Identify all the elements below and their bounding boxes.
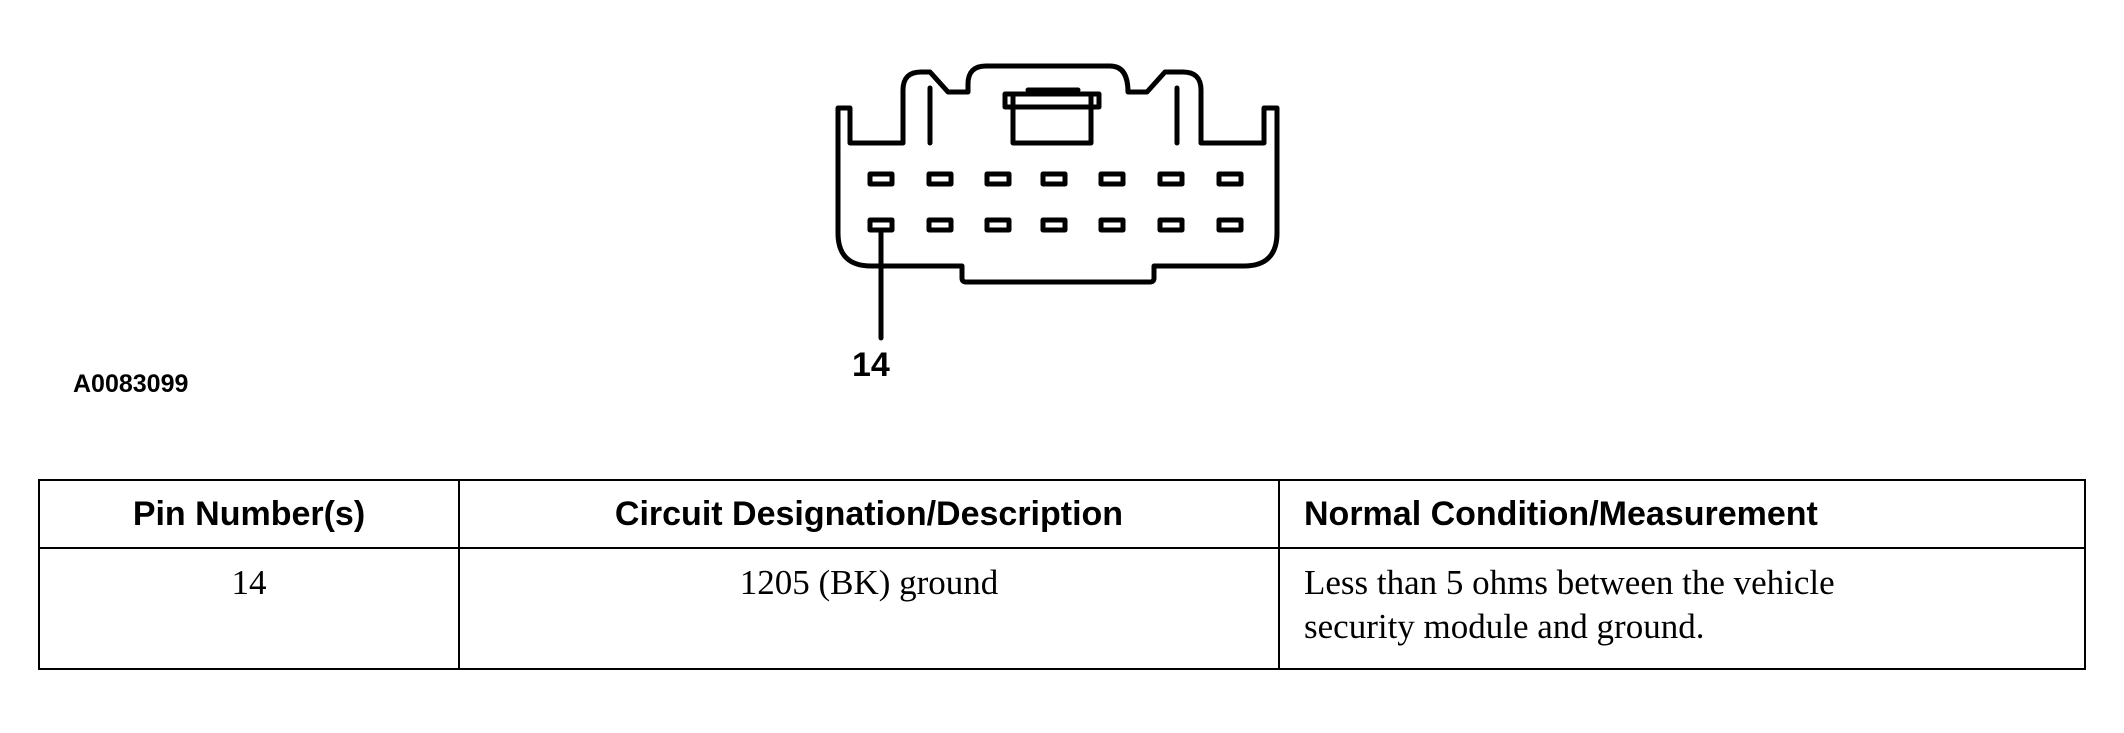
table-header-row: Pin Number(s) Circuit Designation/Descri… (38, 479, 2086, 549)
pin-cavity (1216, 217, 1244, 233)
connector-diagram (835, 63, 1280, 341)
pin-cavity (926, 171, 954, 187)
pin-cavity (926, 217, 954, 233)
center-tab-cap (1002, 91, 1102, 110)
header-pin-numbers: Pin Number(s) (38, 479, 460, 549)
pin-cavity (1157, 217, 1185, 233)
pin-table: Pin Number(s) Circuit Designation/Descri… (38, 479, 2086, 670)
pin-row-top (867, 171, 1244, 187)
table-row: 14 1205 (BK) ground Less than 5 ohms bet… (38, 547, 2086, 670)
pin-cavity (1098, 171, 1126, 187)
cell-circuit-description: 1205 (BK) ground (458, 547, 1280, 670)
figure-id: A0083099 (73, 370, 189, 398)
pin-cavity (1040, 171, 1068, 187)
pin-cavity (1216, 171, 1244, 187)
pin-cavity (1098, 217, 1126, 233)
condition-line-1: Less than 5 ohms between the vehicle (1304, 563, 1835, 602)
pin-cavity (984, 217, 1012, 233)
pin-row-bottom (867, 217, 1244, 233)
cell-normal-condition: Less than 5 ohms between the vehicle sec… (1278, 547, 2086, 670)
connector-body-outline (835, 63, 1280, 285)
pin-callout-label: 14 (852, 346, 890, 384)
center-tab-outline (1010, 91, 1094, 146)
cell-pin-number: 14 (38, 547, 460, 670)
pin-cavity (867, 171, 895, 187)
pin-cavity (984, 171, 1012, 187)
condition-line-2: security module and ground. (1304, 607, 1705, 646)
header-normal-condition: Normal Condition/Measurement (1278, 479, 2086, 549)
pin-cavity (1157, 171, 1185, 187)
header-circuit-description: Circuit Designation/Description (458, 479, 1280, 549)
pin-cavity (1040, 217, 1068, 233)
